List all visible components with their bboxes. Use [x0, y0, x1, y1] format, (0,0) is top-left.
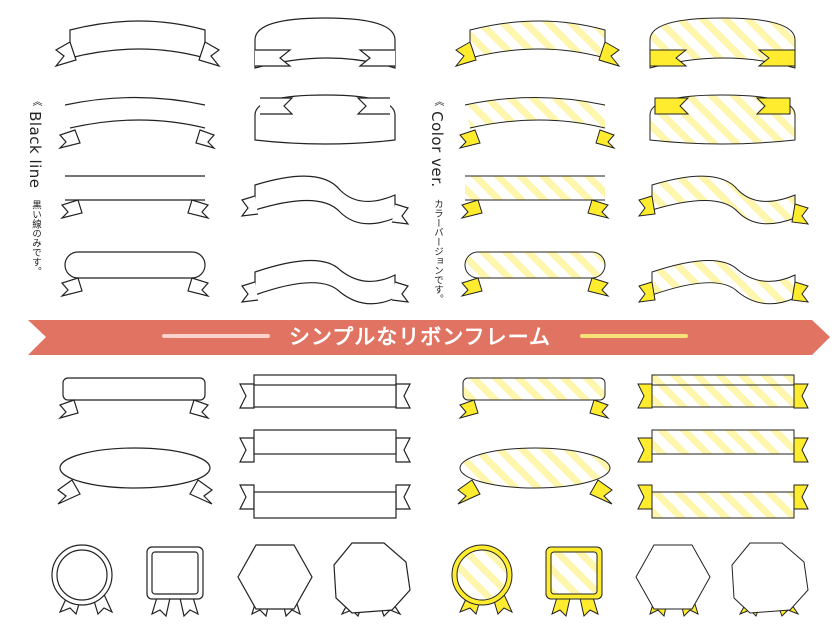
black-wave-ribbon: [240, 175, 410, 225]
black-box-ribbon: [57, 377, 211, 420]
color-flat-ribbon: [460, 175, 610, 219]
color-wrap-ribbon-2: [649, 94, 796, 145]
black-wave-ribbon-2: [240, 259, 410, 305]
color-ellipse-ribbon: [457, 447, 613, 505]
black-square-badge: [146, 546, 204, 618]
color-folded-ribbon: [637, 374, 809, 409]
black-rounded-ribbon: [60, 251, 210, 298]
title-banner: [28, 320, 830, 355]
color-rounded-ribbon: [460, 251, 610, 297]
black-line-ribbons: [54, 17, 410, 305]
black-lower-ribbons: [51, 374, 411, 618]
left-hearts-decoration: [162, 334, 270, 338]
black-curve-ribbon: [58, 96, 217, 150]
color-ver-title: Color ver.: [428, 111, 446, 188]
black-ellipse-ribbon: [56, 447, 214, 505]
color-square-badge: [545, 546, 603, 617]
color-ver-subtitle: カラーバージョンです。: [432, 198, 443, 304]
color-wave-ribbon: [637, 175, 810, 225]
black-wrap-ribbon: [254, 17, 396, 69]
right-hearts-decoration: [580, 334, 688, 338]
color-wave-ribbon-2: [637, 260, 810, 305]
black-octagon-badge: [333, 542, 411, 618]
banner-title: シンプルなリボンフレーム: [288, 325, 552, 349]
color-curve-ribbon: [458, 97, 616, 149]
color-folded-ribbon-3: [637, 484, 809, 519]
black-circle-badge: [51, 544, 114, 616]
chevron-decoration: 《: [30, 96, 41, 106]
black-folded-ribbon-3: [239, 484, 411, 519]
color-folded-ribbon-2: [637, 429, 809, 463]
black-flat-ribbon: [60, 175, 210, 220]
color-lower-ribbons: [451, 374, 809, 617]
black-arched-ribbon: [54, 20, 221, 68]
color-circle-badge: [451, 544, 514, 615]
color-arched-ribbon: [454, 20, 621, 67]
color-box-ribbon: [458, 377, 610, 419]
black-wrap-ribbon-2: [254, 94, 396, 145]
black-folded-ribbon: [239, 374, 411, 409]
black-line-label: 《 Black line 黒い線のみです。: [26, 96, 45, 276]
color-ver-label: 《 Color ver. カラーバージョンです。: [428, 96, 447, 303]
black-line-title: Black line: [26, 111, 44, 189]
black-line-subtitle: 黒い線のみです。: [30, 199, 41, 276]
black-folded-ribbon-2: [239, 429, 411, 463]
color-ribbons: [454, 17, 810, 305]
color-octagon-badge: [731, 542, 809, 617]
black-hexagon-badge: [237, 544, 313, 618]
chevron-decoration-2: 《: [432, 96, 443, 106]
color-wrap-ribbon: [649, 17, 796, 69]
color-hexagon-badge: [635, 544, 711, 617]
